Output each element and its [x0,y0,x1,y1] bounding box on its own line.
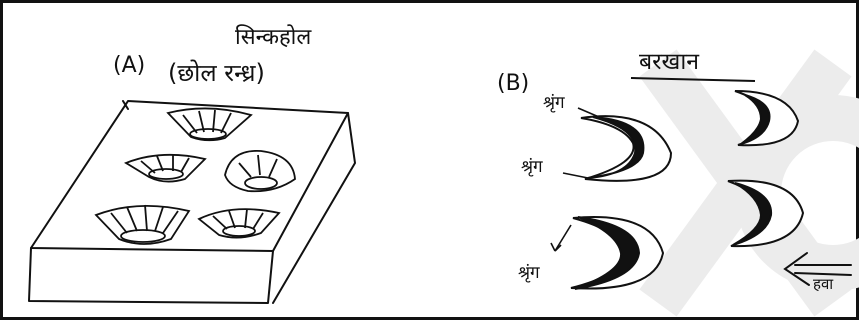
panel-a-label: (A) [113,53,146,78]
diagram-canvas [28,49,859,317]
horn-label-1: श्रृंग [543,93,565,113]
sinkhole-4 [94,204,191,245]
barchan-dune-3 [570,216,665,290]
sinkhole-5 [197,208,281,239]
title-underline [630,77,756,82]
sinkhole-2 [123,153,207,183]
barchan-dune-1 [580,115,673,182]
panel-a-title-sub: (छोल रन्ध्र) [168,59,265,87]
wind-arrow-icon [783,252,852,286]
wind-label: हवा [813,275,834,293]
horn-pointers [550,107,600,252]
barchan-dune-4 [727,179,805,248]
barchan-dune-2 [734,90,800,147]
horn-label-3: श्रृंग [518,263,540,283]
panel-b-label: (B) [497,71,530,96]
sinkhole-block [28,100,356,304]
horn-label-2: श्रृंग [521,157,543,177]
sinkhole-3 [224,150,296,193]
sinkhole-1 [166,107,253,142]
panel-a-title-top: सिन्कहोल [235,25,312,50]
panel-b-title: बरखान [639,49,700,75]
